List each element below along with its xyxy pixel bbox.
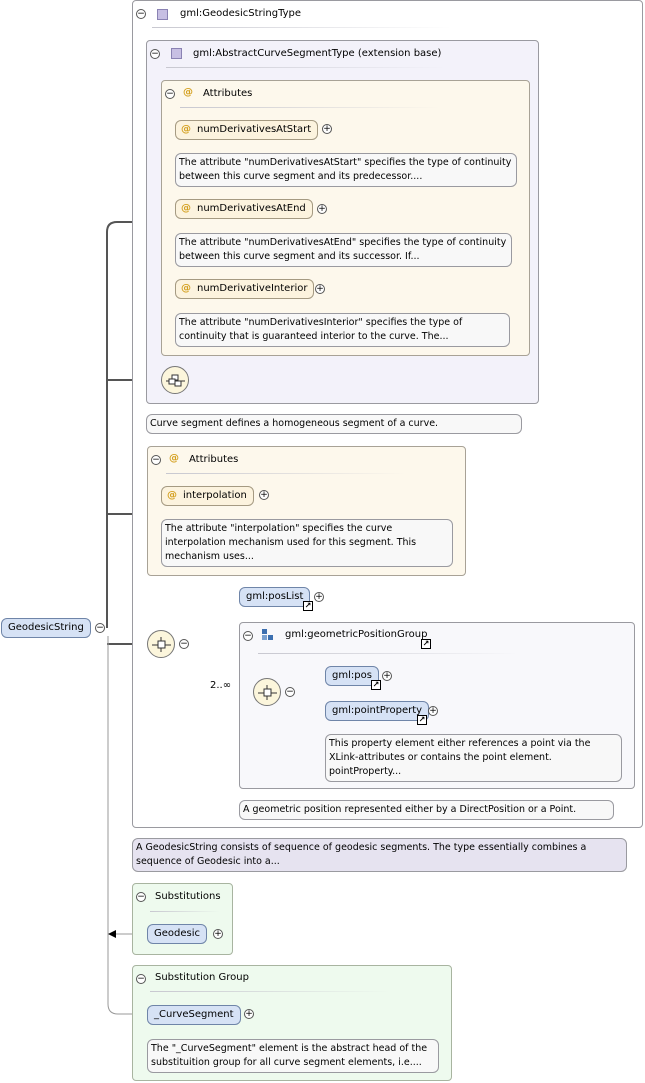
group-icon <box>262 629 273 640</box>
separator <box>166 473 406 474</box>
collapse-icon[interactable]: − <box>179 639 189 649</box>
attribute-icon: @ <box>181 124 191 135</box>
element-label: gml:pointProperty <box>332 705 423 716</box>
attribute-numderivativeinterior[interactable]: @ numDerivativeInterior <box>175 279 315 299</box>
attribute-numderivativesatend[interactable]: @ numDerivativesAtEnd <box>175 199 313 219</box>
collapse-icon[interactable]: − <box>136 892 146 902</box>
separator <box>152 27 452 28</box>
substitution-group-title: Substitution Group <box>155 972 249 983</box>
expand-icon[interactable]: + <box>314 592 324 602</box>
sequence-compositor-icon[interactable] <box>161 366 189 394</box>
attribute-icon: @ <box>169 453 179 464</box>
collapse-icon[interactable]: − <box>95 623 105 633</box>
attribute-icon: @ <box>167 490 177 501</box>
element-pointproperty[interactable]: gml:pointProperty <box>325 701 430 721</box>
collapse-icon[interactable]: − <box>150 49 160 59</box>
collapse-icon[interactable]: − <box>136 974 146 984</box>
multiplicity-label: 2..∞ <box>210 680 232 691</box>
choice-compositor-icon[interactable] <box>253 678 281 706</box>
element-label: gml:pos <box>332 670 372 681</box>
base-type-note: Curve segment defines a homogeneous segm… <box>146 414 522 434</box>
group-title: gml:geometricPositionGroup <box>285 629 428 640</box>
reference-arrow-icon: ↗ <box>303 601 313 611</box>
attribute-note: The attribute "numDerivativesAtEnd" spec… <box>175 233 512 267</box>
expand-icon[interactable]: + <box>315 284 325 294</box>
element-note: This property element either references … <box>325 734 622 782</box>
expand-icon[interactable]: + <box>428 706 438 716</box>
attributes-title: Attributes <box>203 88 253 99</box>
separator <box>258 653 518 654</box>
group-note: A geometric position represented either … <box>239 800 614 820</box>
expand-icon[interactable]: + <box>322 124 332 134</box>
reference-arrow-icon: ↗ <box>421 639 431 649</box>
root-element-label: GeodesicString <box>8 622 84 633</box>
attribute-icon: @ <box>181 203 191 214</box>
complex-type-icon <box>157 9 168 20</box>
sequence-glyph <box>166 374 185 387</box>
attribute-icon: @ <box>183 87 193 98</box>
separator <box>166 67 446 68</box>
attribute-note: The attribute "interpolation" specifies … <box>161 519 453 567</box>
element-poslist[interactable]: gml:posList <box>239 587 311 607</box>
attribute-note: The attribute "numDerivativesAtStart" sp… <box>175 153 517 187</box>
collapse-icon[interactable]: − <box>151 455 161 465</box>
substitutions-title: Substitutions <box>155 891 221 902</box>
expand-icon[interactable]: + <box>259 490 269 500</box>
expand-icon[interactable]: + <box>317 204 327 214</box>
collapse-icon[interactable]: − <box>285 687 295 697</box>
attribute-name: numDerivativeInterior <box>197 283 308 294</box>
element-label: _CurveSegment <box>154 1009 234 1020</box>
element-pos[interactable]: gml:pos <box>325 666 379 686</box>
separator <box>150 911 220 912</box>
collapse-icon[interactable]: − <box>165 89 175 99</box>
separator <box>150 991 390 992</box>
complex-type-icon <box>171 48 182 59</box>
attributes-title: Attributes <box>189 454 239 465</box>
attribute-interpolation[interactable]: @ interpolation <box>161 486 254 506</box>
attribute-name: numDerivativesAtStart <box>197 124 312 135</box>
collapse-icon[interactable]: − <box>243 631 253 641</box>
expand-icon[interactable]: + <box>382 671 392 681</box>
element-note: The "_CurveSegment" element is the abstr… <box>147 1039 439 1073</box>
collapse-icon[interactable]: − <box>136 9 146 19</box>
element-curvesegment[interactable]: _CurveSegment <box>147 1005 241 1025</box>
attribute-icon: @ <box>181 283 191 294</box>
choice-glyph <box>258 685 277 700</box>
root-element-geodesicstring[interactable]: GeodesicString <box>1 618 91 638</box>
separator <box>180 107 440 108</box>
expand-icon[interactable]: + <box>213 929 223 939</box>
reference-arrow-icon: ↗ <box>417 715 427 725</box>
choice-glyph <box>152 637 171 652</box>
element-geodesic[interactable]: Geodesic <box>147 924 208 944</box>
element-label: Geodesic <box>154 928 201 939</box>
element-label: gml:posList <box>246 591 304 602</box>
choice-compositor-icon[interactable] <box>147 630 175 658</box>
attribute-numderivativesatstart[interactable]: @ numDerivativesAtStart <box>175 120 319 140</box>
reference-arrow-icon: ↗ <box>371 680 381 690</box>
attribute-name: numDerivativesAtEnd <box>197 203 306 214</box>
attribute-note: The attribute "numDerivativesInterior" s… <box>175 313 510 347</box>
expand-icon[interactable]: + <box>244 1009 254 1019</box>
attribute-name: interpolation <box>183 490 247 501</box>
type-note: A GeodesicString consists of sequence of… <box>132 838 627 872</box>
base-type-title: gml:AbstractCurveSegmentType (extension … <box>193 48 442 59</box>
type-title: gml:GeodesicStringType <box>180 8 302 19</box>
